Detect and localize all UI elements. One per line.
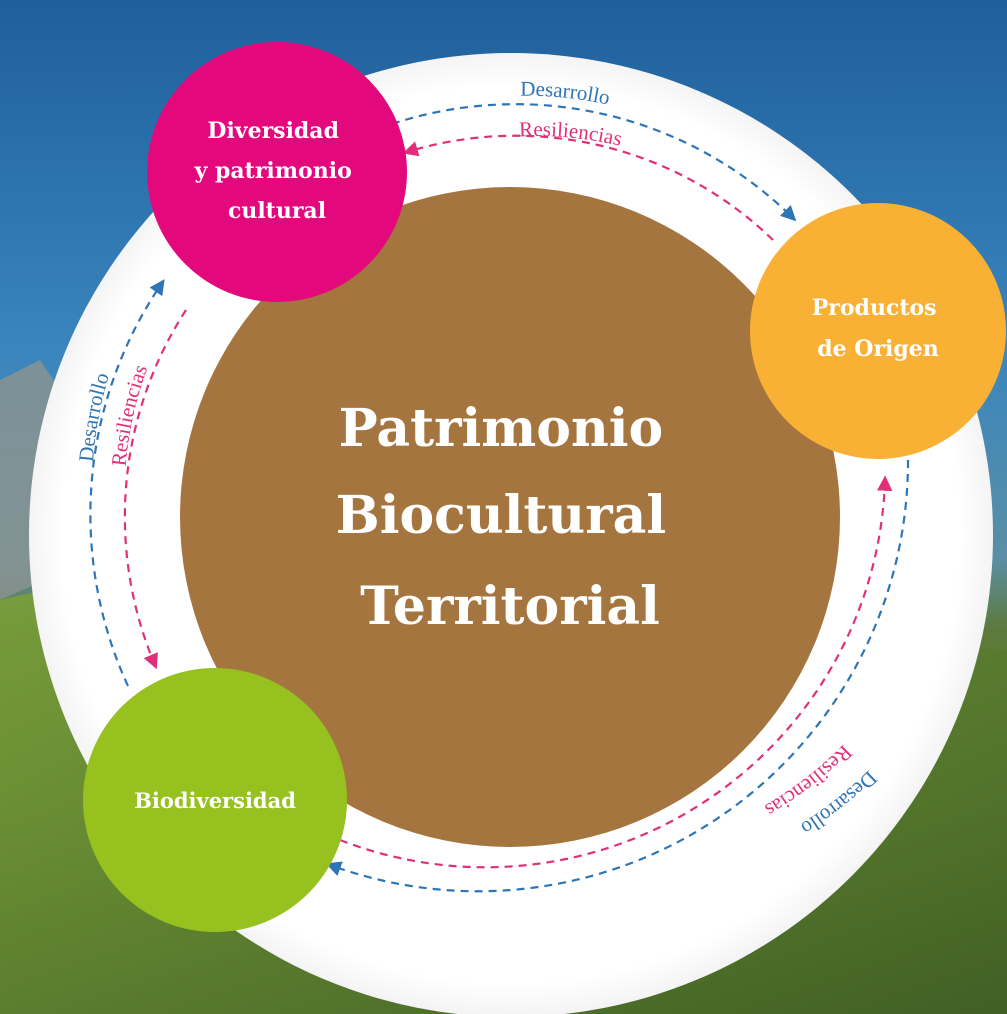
node-diversidad-line-3: cultural — [228, 198, 326, 224]
arc-right-resiliencias — [339, 475, 893, 869]
node-diversidad-line-1: Diversidad — [207, 118, 339, 144]
node-productos-label: Productos de Origen — [812, 295, 944, 362]
node-diversidad-label: Diversidad y patrimonio cultural — [194, 118, 360, 224]
center-title-line-1: Patrimonio — [339, 398, 664, 459]
node-productos-line-1: Productos — [812, 295, 937, 321]
node-biodiversidad-circle — [83, 668, 347, 932]
center-title-line-3: Territorial — [360, 576, 660, 637]
node-productos-circle — [750, 203, 1006, 459]
arc-top-desarrollo — [391, 103, 797, 222]
node-diversidad-circle — [147, 42, 407, 302]
node-biodiversidad-label: Biodiversidad — [134, 788, 296, 813]
arc-left-desarrollo — [89, 279, 165, 687]
center-circle — [180, 187, 840, 847]
node-diversidad-line-2: y patrimonio — [194, 158, 352, 184]
arc-right-desarrollo — [325, 459, 910, 893]
center-title: Patrimonio Biocultural Territorial — [336, 398, 684, 637]
node-productos-line-2: de Origen — [817, 336, 939, 362]
arc-left-resiliencias — [123, 309, 187, 670]
center-title-line-2: Biocultural — [336, 485, 666, 546]
node-biodiversidad-line-1: Biodiversidad — [134, 788, 296, 813]
arc-top-resiliencias — [402, 134, 774, 241]
